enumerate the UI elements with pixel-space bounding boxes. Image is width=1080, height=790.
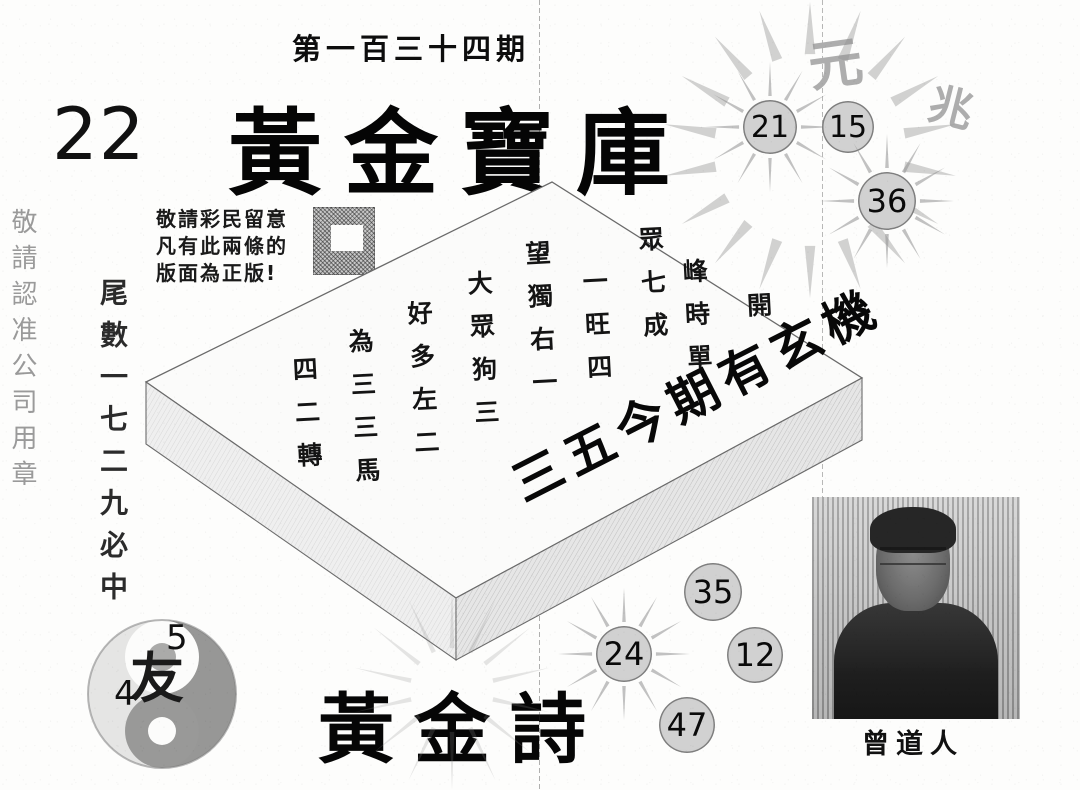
notice-line-2: 凡有此兩條的	[156, 234, 288, 258]
yinyang-overlay-number-bottom: 4	[114, 674, 136, 714]
bottom-section-title: 黃金詩	[318, 685, 606, 774]
glasses-icon	[880, 547, 946, 565]
number-ball: 35	[684, 563, 742, 621]
notice-line-3: 版面為正版!	[156, 261, 278, 285]
vertical-guide-line-secondary	[822, 0, 823, 500]
box-text-column: 一旺四	[578, 267, 615, 398]
yinyang-overlay-number-top: 5	[166, 618, 188, 658]
company-seal-notice: 敬請認准公司用章	[7, 208, 37, 496]
portrait-photo	[812, 497, 1020, 719]
company-seal-stamp-icon	[313, 207, 375, 275]
portrait-hair	[870, 507, 956, 553]
issue-number-label: 第一百三十四期	[292, 32, 531, 66]
notice-line-1: 敬請彩民留意	[156, 207, 288, 231]
number-ball: 47	[659, 697, 715, 753]
box-text-column: 四二轉	[288, 355, 325, 486]
portrait-body	[834, 603, 998, 719]
yin-yang-taiji-icon: 5 友 4	[78, 612, 246, 772]
yinyang-overlay-char: 友	[130, 646, 184, 710]
authenticity-notice: 敬請彩民留意 凡有此兩條的 版面為正版!	[156, 206, 288, 287]
number-ball: 12	[727, 627, 783, 683]
corner-number: 22	[52, 92, 146, 176]
box-text-column: 眾七成	[634, 225, 671, 356]
number-ball: 15	[822, 101, 874, 153]
faint-decorative-char: 元	[804, 28, 867, 100]
number-ball: 24	[596, 626, 652, 682]
page-title: 黃金寶庫	[228, 99, 693, 209]
portrait-caption: 曾道人	[862, 729, 964, 760]
number-ball: 36	[858, 172, 916, 230]
number-ball: 21	[743, 100, 797, 154]
tail-numbers-hint: 尾數一七二九必中	[96, 278, 129, 614]
